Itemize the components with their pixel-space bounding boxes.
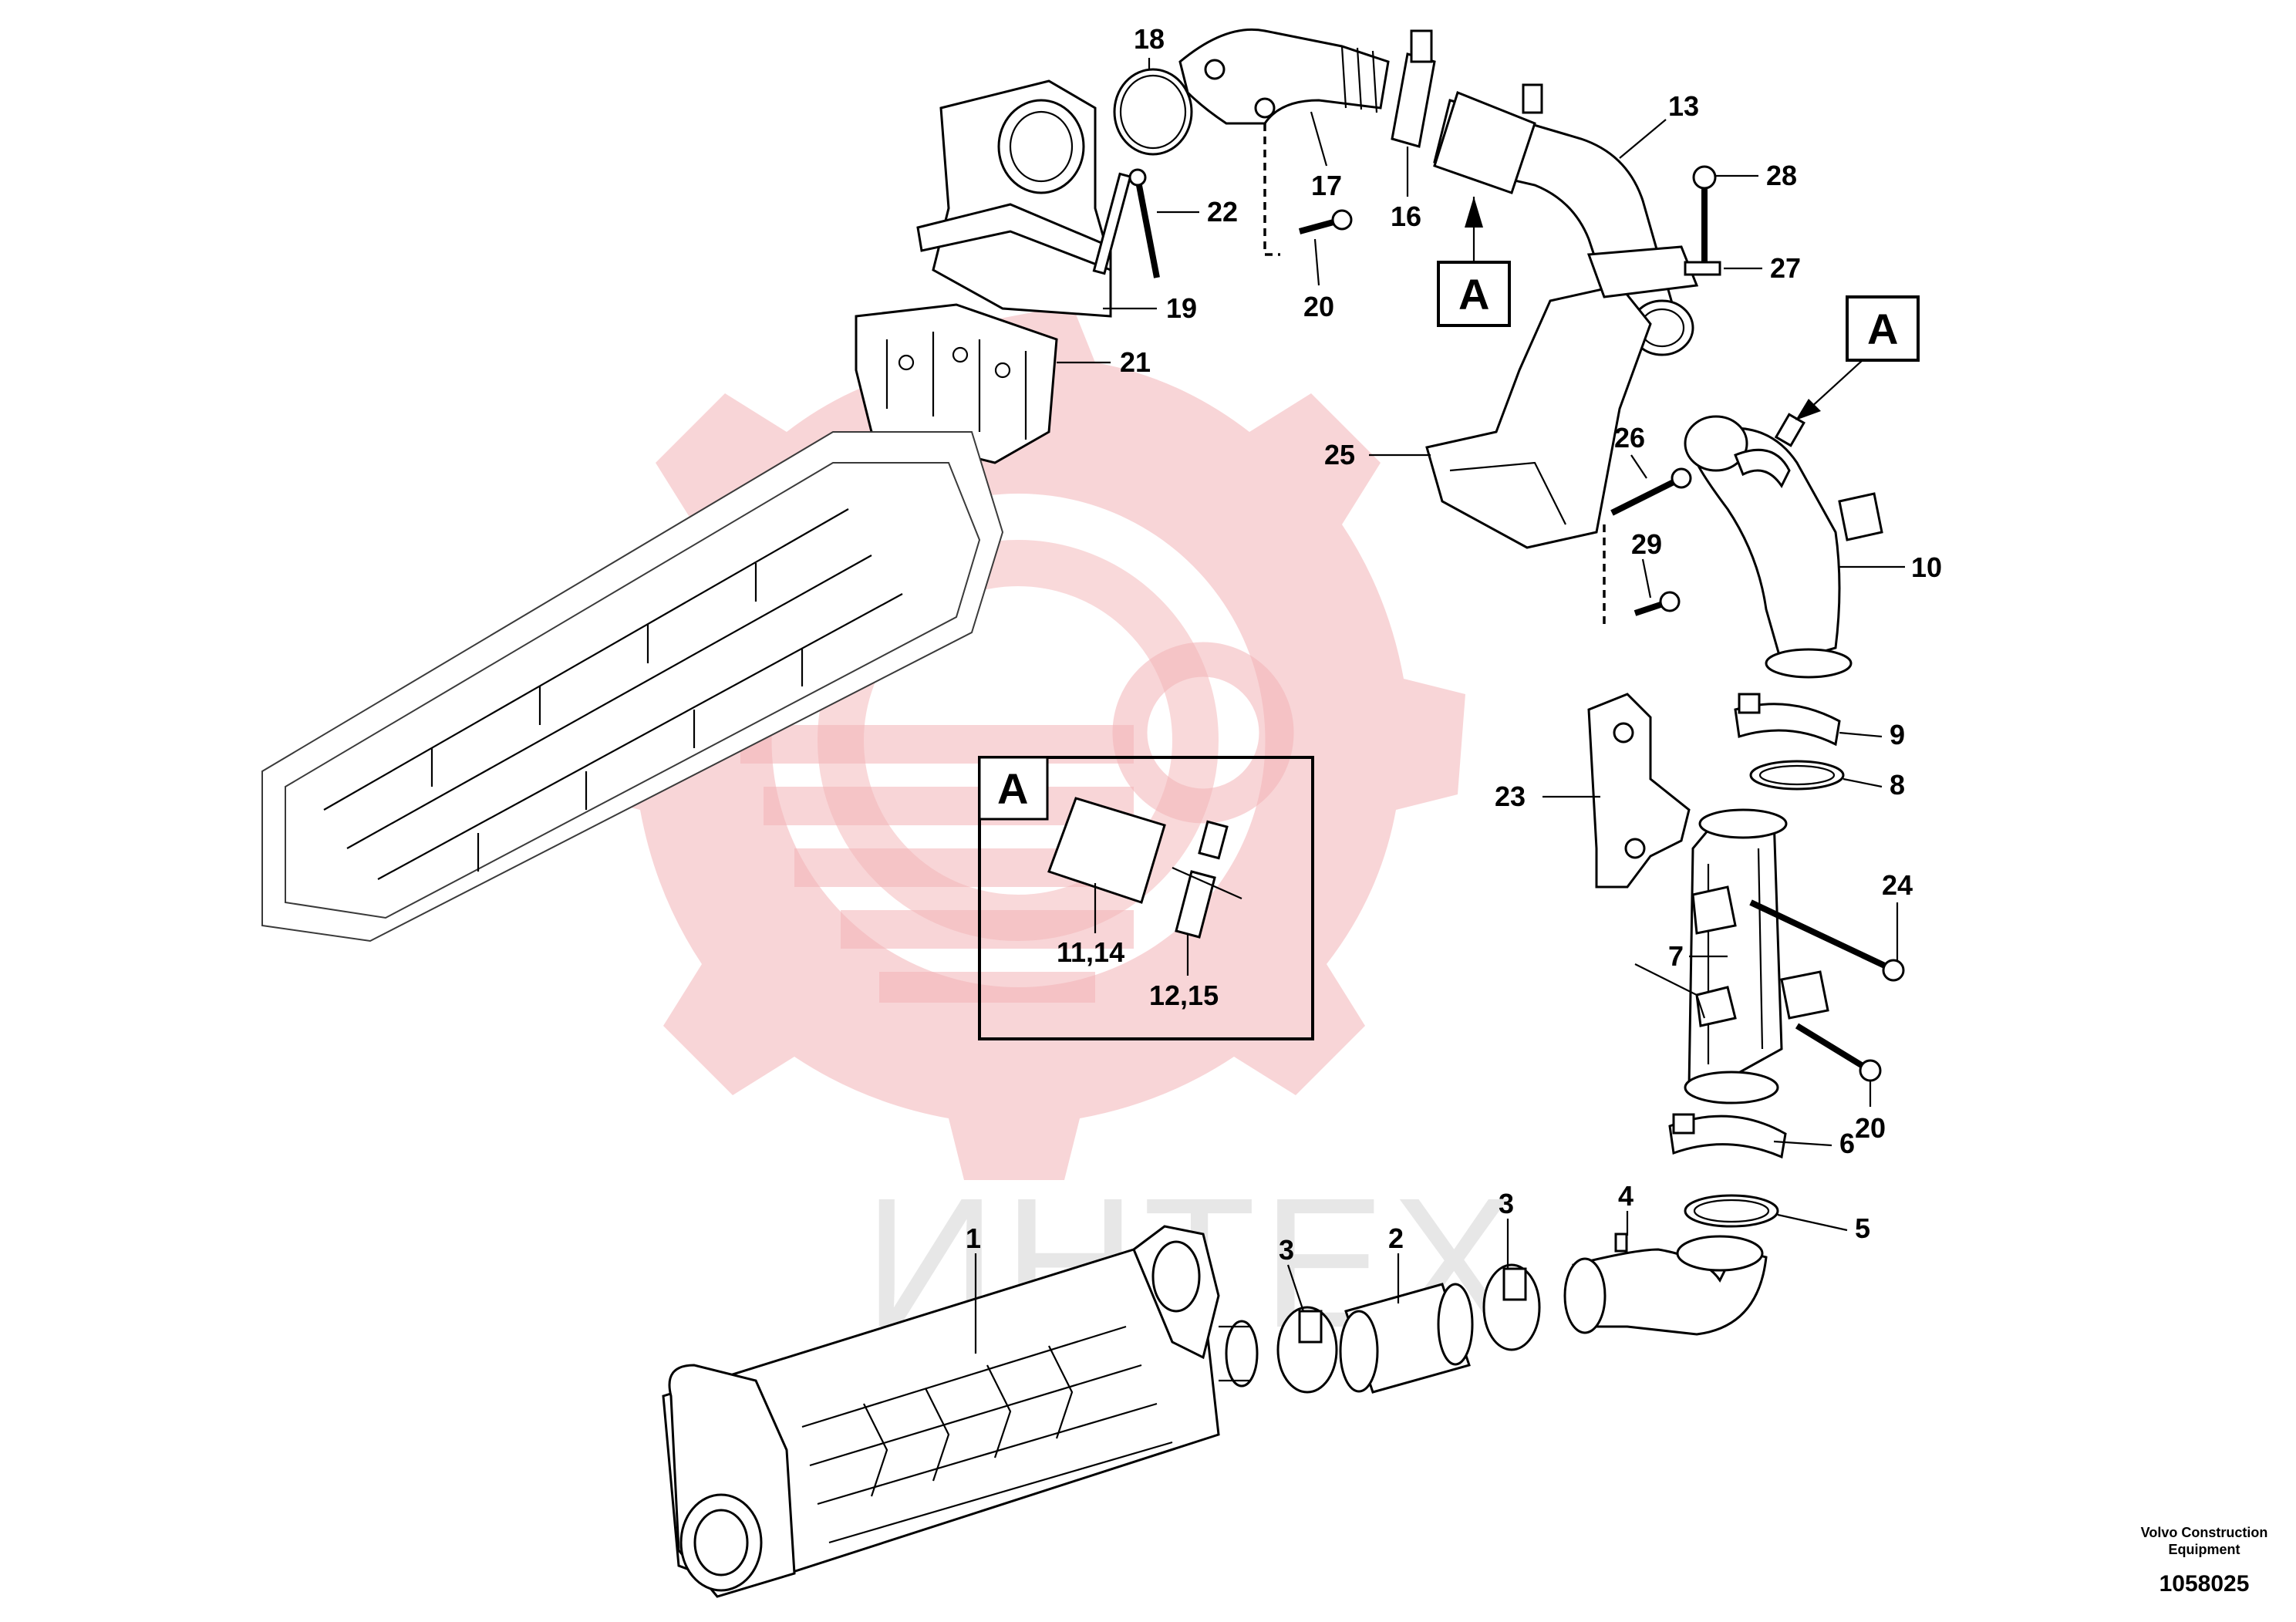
callout-28: 28 bbox=[1766, 160, 1797, 191]
callout-11-14: 11,14 bbox=[1057, 936, 1124, 968]
washer-27 bbox=[1684, 261, 1721, 276]
callout-13: 13 bbox=[1668, 90, 1699, 122]
callout-1: 1 bbox=[966, 1222, 981, 1254]
bolt-20-top bbox=[1298, 209, 1353, 234]
callout-25: 25 bbox=[1324, 439, 1355, 470]
callout-12-15: 12,15 bbox=[1149, 980, 1219, 1011]
bolt-20-bottom bbox=[1795, 1023, 1882, 1082]
clamp-right bbox=[1482, 1263, 1541, 1351]
detail-box-a: A bbox=[978, 756, 1314, 1040]
callout-20b: 20 bbox=[1855, 1112, 1886, 1144]
callout-10: 10 bbox=[1911, 551, 1942, 583]
callout-3a: 3 bbox=[1279, 1234, 1294, 1266]
callout-20a: 20 bbox=[1303, 291, 1334, 322]
hose-top bbox=[1391, 29, 1543, 194]
callout-27: 27 bbox=[1770, 252, 1801, 284]
callout-3b: 3 bbox=[1499, 1188, 1514, 1219]
callout-29: 29 bbox=[1631, 528, 1662, 560]
callout-23: 23 bbox=[1495, 781, 1526, 812]
callout-21: 21 bbox=[1120, 346, 1151, 378]
footer: Volvo Construction Equipment 1058025 bbox=[2141, 1525, 2268, 1597]
hose-2 bbox=[1339, 1283, 1474, 1394]
callout-9: 9 bbox=[1890, 719, 1905, 750]
callout-4: 4 bbox=[1618, 1180, 1633, 1212]
o-ring-18 bbox=[1113, 68, 1193, 156]
dashed-assembly-line-top bbox=[1263, 123, 1280, 256]
figure-id: 1058025 bbox=[2159, 1571, 2250, 1597]
intake-manifold bbox=[261, 431, 1004, 943]
v-clamp-9 bbox=[1734, 693, 1841, 747]
bolt-26 bbox=[1610, 467, 1692, 516]
watermark-logo: ИНТЕХ bbox=[571, 305, 1515, 1366]
reference-marker-top-letter: A bbox=[1458, 270, 1489, 319]
bracket-25 bbox=[1425, 245, 1699, 549]
bolt-22 bbox=[1128, 168, 1160, 278]
callout-8: 8 bbox=[1890, 769, 1905, 801]
callout-19: 19 bbox=[1166, 292, 1197, 324]
callout-16: 16 bbox=[1391, 201, 1421, 232]
callout-22: 22 bbox=[1207, 196, 1238, 228]
callout-26: 26 bbox=[1614, 422, 1645, 454]
callout-24: 24 bbox=[1882, 869, 1913, 901]
throttle-housing-19 bbox=[916, 79, 1132, 318]
callout-6: 6 bbox=[1839, 1128, 1855, 1159]
bracket-23 bbox=[1587, 693, 1691, 889]
reference-marker-right-letter: A bbox=[1867, 305, 1898, 353]
egr-pipe-7 bbox=[1634, 808, 1829, 1104]
elbow-17 bbox=[1178, 28, 1390, 125]
footer-brand-line1: Volvo Construction bbox=[2141, 1525, 2268, 1540]
block-21 bbox=[855, 303, 1058, 464]
callout-7: 7 bbox=[1668, 940, 1684, 972]
clamp-left bbox=[1276, 1306, 1338, 1394]
leader-lines bbox=[974, 58, 1905, 1354]
bolt-24 bbox=[1749, 899, 1905, 982]
gasket-5 bbox=[1684, 1194, 1779, 1228]
footer-brand-line2: Equipment bbox=[2169, 1542, 2240, 1557]
v-clamp-6 bbox=[1668, 1113, 1787, 1159]
reference-marker-right: A bbox=[1795, 295, 1920, 420]
bolt-29 bbox=[1633, 591, 1681, 616]
callout-18: 18 bbox=[1134, 23, 1165, 55]
bolt-28 bbox=[1692, 165, 1717, 262]
egr-cooler bbox=[662, 1225, 1259, 1598]
bent-pipe-10 bbox=[1684, 413, 1883, 679]
callout-labels: 1 2 3 3 4 5 6 7 8 9 10 13 16 17 18 19 20… bbox=[966, 23, 1942, 1266]
gasket-8 bbox=[1749, 760, 1845, 791]
callout-5: 5 bbox=[1855, 1212, 1870, 1244]
detail-box-letter: A bbox=[997, 764, 1028, 813]
elbow-4 bbox=[1563, 1233, 1768, 1336]
reference-marker-top: A bbox=[1437, 197, 1511, 327]
callout-17: 17 bbox=[1311, 170, 1342, 201]
callout-2: 2 bbox=[1388, 1222, 1404, 1254]
